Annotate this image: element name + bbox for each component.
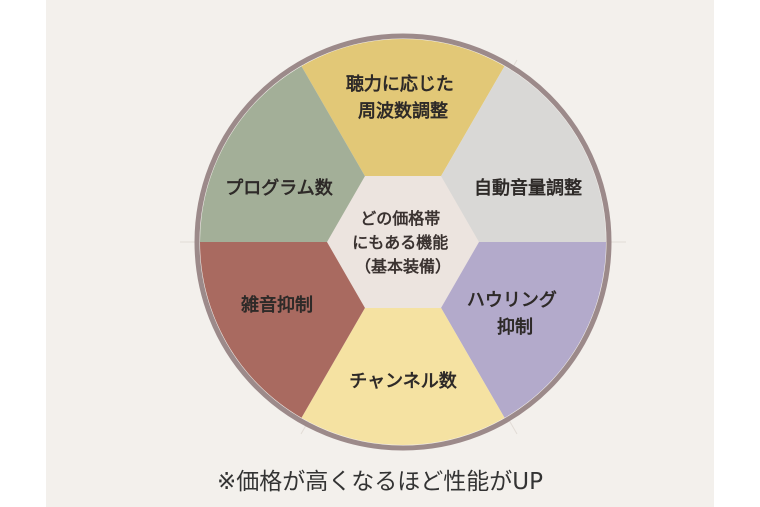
segment-channels xyxy=(301,242,505,445)
label-programs: プログラム数 xyxy=(225,177,333,199)
label-noise: 雑音抑制 xyxy=(240,294,313,316)
outer-ring xyxy=(194,33,612,451)
segment-labels: 聴力に応じた 周波数調整 自動音量調整 ハウリング 抑制 チャンネル数 雑音抑制… xyxy=(225,73,582,392)
label-center: どの価格帯 にもある機能 （基本装備） xyxy=(352,209,454,276)
segment-howling xyxy=(403,242,606,418)
center-hexagon xyxy=(327,176,479,308)
segment-programs xyxy=(200,66,403,243)
segment-auto-volume xyxy=(403,66,606,243)
segment-hearing-adjust xyxy=(301,38,505,243)
label-channels: チャンネル数 xyxy=(349,370,457,392)
label-howling: ハウリング 抑制 xyxy=(467,289,563,338)
label-hearing-adjust: 聴力に応じた 周波数調整 xyxy=(346,73,460,122)
footnote: ※価格が高くなるほど性能がUP xyxy=(217,469,543,495)
segments xyxy=(200,38,606,445)
segment-noise xyxy=(200,242,403,418)
label-auto-volume: 自動音量調整 xyxy=(474,177,582,199)
